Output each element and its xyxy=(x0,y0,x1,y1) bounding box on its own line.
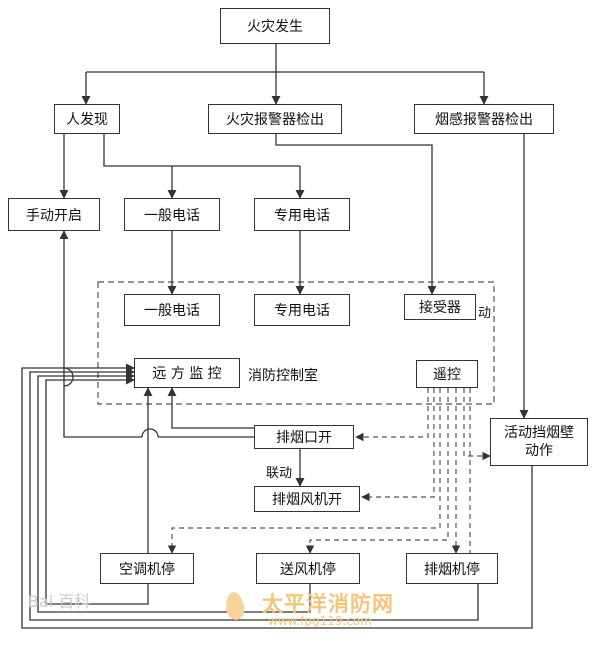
node-manual-start: 手动开启 xyxy=(8,198,100,231)
node-fire-alarm-detect: 火灾报警器检出 xyxy=(208,104,342,134)
site-watermark: 太平洋消防网 xyxy=(262,592,394,616)
node-remote-monitor: 远 方 监 控 xyxy=(134,358,240,388)
node-person-discovers: 人发现 xyxy=(54,104,120,134)
node-phone-dedicated-room: 专用电话 xyxy=(254,294,350,326)
node-exhaust-fan-stop: 排烟机停 xyxy=(406,553,498,584)
room-suffix-label: 动 xyxy=(478,306,492,321)
node-ac-stop: 空调机停 xyxy=(100,553,194,584)
node-fire-occurs: 火灾发生 xyxy=(220,8,330,44)
node-phone-dedicated-top: 专用电话 xyxy=(254,198,350,231)
node-smoke-alarm-detect: 烟感报警器检出 xyxy=(414,104,554,134)
node-supply-fan-stop: 送风机停 xyxy=(256,553,360,584)
node-phone-general-top: 一般电话 xyxy=(124,198,220,231)
node-smoke-curtain: 活动挡烟壁动作 xyxy=(490,418,588,466)
baidu-watermark: Bai 百科 xyxy=(28,592,91,611)
node-smoke-vent-open: 排烟口开 xyxy=(254,425,354,449)
node-phone-general-room: 一般电话 xyxy=(124,294,220,326)
node-exhaust-fan-open: 排烟风机开 xyxy=(254,486,360,512)
control-room-boundary xyxy=(97,281,495,405)
site-watermark-url: www.fpg119.com xyxy=(268,614,372,628)
control-room-label: 消防控制室 xyxy=(248,368,318,384)
node-remote-control: 遥控 xyxy=(416,360,478,388)
linkage-label: 联动 xyxy=(266,466,293,481)
node-alarm-receiver: 接受器 xyxy=(404,294,476,320)
